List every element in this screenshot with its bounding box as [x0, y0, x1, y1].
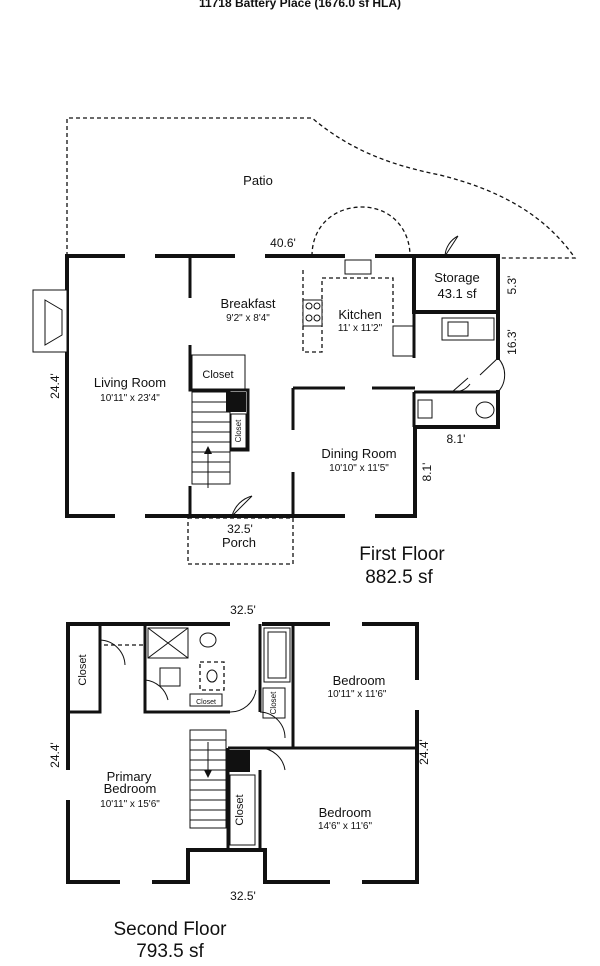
dining-room-label: Dining Room	[321, 446, 396, 461]
dim-second-left: 24.4'	[48, 742, 62, 768]
living-room-label: Living Room	[94, 375, 166, 390]
front-door	[231, 495, 253, 517]
stair-landing-block-2	[228, 750, 250, 772]
closet-left-label: Closet	[77, 654, 89, 685]
stair-landing-block	[226, 392, 246, 412]
fireplace-hearth	[44, 299, 63, 346]
bedroom-top-label: Bedroom	[333, 673, 386, 688]
dining-room-size: 10'10" x 11'5"	[329, 463, 389, 474]
half-bath-sink-icon	[417, 399, 433, 419]
dim-bump-width: 8.1'	[447, 432, 466, 446]
first-floor-area: 882.5 sf	[365, 567, 433, 588]
first-floor-plan: Patio 40.6' Breakfast 9'2" x 8'4" Kitche…	[32, 117, 577, 588]
primary-bedroom-size: 10'11" x 15'6"	[100, 799, 160, 810]
primary-bedroom-label-2: Bedroom	[104, 781, 157, 796]
closet-left-wall	[68, 624, 102, 714]
patio-outline	[66, 117, 577, 259]
closet-small	[230, 413, 247, 449]
door-swing	[144, 679, 169, 701]
dim-first-bottom: 32.5'	[227, 522, 253, 536]
patio-label: Patio	[243, 173, 273, 188]
kitchen-label: Kitchen	[338, 307, 381, 322]
first-floor-label: First Floor	[359, 544, 445, 565]
bath-linen	[199, 661, 225, 691]
first-floor-stairs	[191, 391, 231, 488]
breakfast-label: Breakfast	[221, 296, 276, 311]
second-floor-plan: 32.5' Closet Closet Closet Bedroom 10'11…	[48, 603, 431, 962]
door-swing	[259, 747, 286, 771]
bathtub-inner	[267, 631, 287, 679]
dim-first-left: 24.4'	[48, 373, 62, 399]
dim-bump-depth: 8.1'	[420, 463, 434, 482]
burner	[305, 302, 313, 310]
closet-hall-box	[189, 693, 223, 707]
door-swing	[229, 689, 257, 713]
kitchen-size: 11' x 11'2"	[338, 323, 383, 334]
second-floor-label: Second Floor	[113, 919, 227, 940]
closet-hall-label: Closet	[196, 699, 216, 706]
first-floor-exterior-wall	[65, 254, 500, 518]
dim-second-right: 24.4'	[417, 739, 431, 765]
half-bath-toilet-icon	[475, 401, 495, 419]
closet-label-b: Closet	[234, 419, 243, 442]
storage-label: Storage	[434, 270, 480, 285]
kitchen-counter	[302, 270, 394, 353]
porch-outline	[187, 517, 294, 565]
door-swing	[99, 639, 126, 666]
washer	[447, 321, 469, 337]
dim-first-top: 40.6'	[270, 236, 296, 250]
toilet-icon-2	[206, 669, 218, 683]
closet-bed-label: Closet	[269, 691, 278, 714]
dim-first-right: 16.3'	[505, 329, 519, 355]
bath-wall	[143, 624, 230, 714]
second-floor-area: 793.5 sf	[136, 941, 204, 962]
door-swing	[259, 711, 286, 739]
porch-label: Porch	[222, 535, 256, 550]
closet-box	[191, 354, 246, 391]
storage-size: 43.1 sf	[437, 286, 476, 301]
fridge-icon	[392, 325, 414, 357]
second-floor-stairs	[189, 729, 227, 829]
dim-second-bottom: 32.5'	[230, 889, 256, 903]
bedroom-bottom-label: Bedroom	[319, 805, 372, 820]
primary-bedroom-label-1: Primary	[107, 769, 152, 784]
bath-sink-icon	[159, 667, 181, 687]
patio-door-arc	[311, 206, 411, 257]
stair-wall	[188, 345, 250, 452]
closet-bed-box	[262, 687, 286, 719]
storage-door	[444, 235, 459, 257]
closet-mid-label: Closet	[234, 794, 246, 825]
burner	[313, 314, 321, 322]
bedroom-bottom-size: 14'6" x 11'6"	[318, 821, 373, 832]
burner	[313, 302, 321, 310]
plan-title: 11718 Battery Place (1676.0 sf HLA)	[198, 0, 402, 10]
shower-cross	[147, 627, 189, 659]
dim-second-top: 32.5'	[230, 603, 256, 617]
range-icon	[302, 299, 323, 327]
toilet-icon	[199, 632, 217, 648]
living-room-size: 10'11" x 23'4"	[100, 393, 160, 404]
bedroom-top-size: 10'11" x 11'6"	[328, 689, 387, 700]
breakfast-size: 9'2" x 8'4"	[226, 313, 270, 324]
sink-icon	[344, 259, 372, 275]
bath-door	[451, 377, 471, 393]
side-door	[479, 357, 506, 393]
dim-storage-right: 5.3'	[505, 276, 519, 295]
closet-mid-box	[229, 774, 256, 846]
burner	[305, 314, 313, 322]
closet-label-a: Closet	[202, 369, 233, 381]
